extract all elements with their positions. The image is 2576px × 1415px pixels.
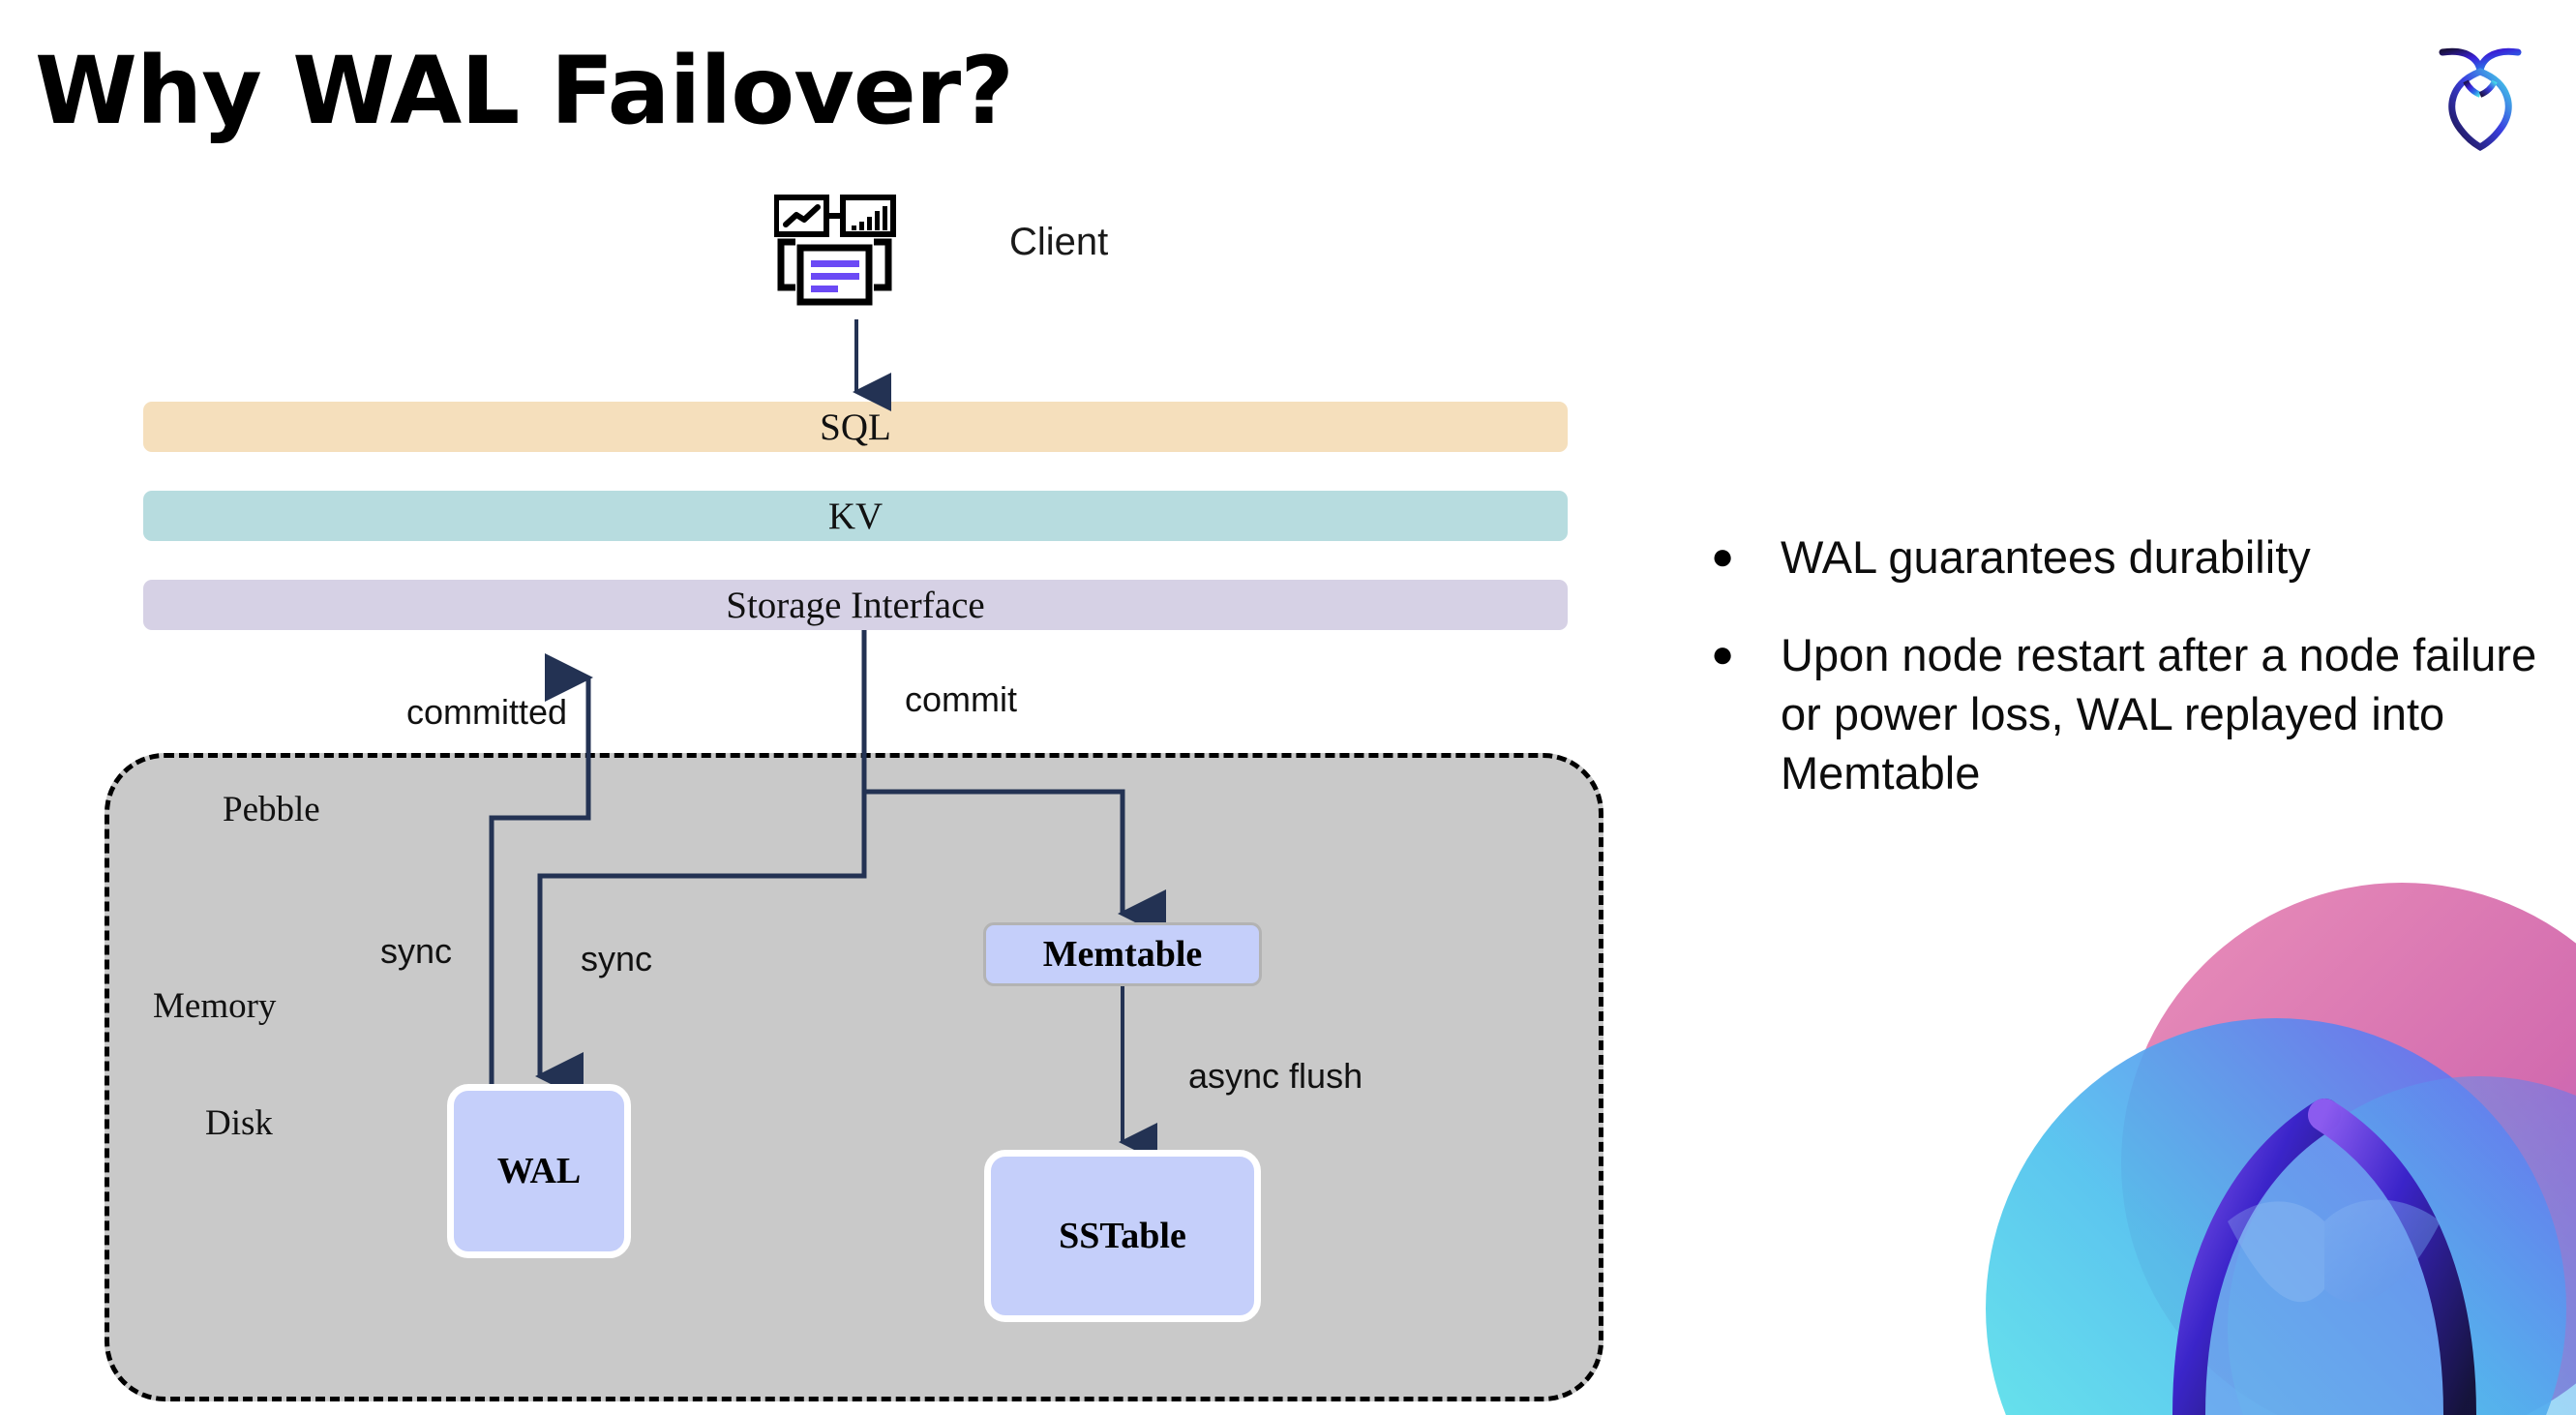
edge-label-sync-right: sync [581,939,653,978]
bullet-dot-icon: ● [1711,633,1735,677]
list-item: ● WAL guarantees durability [1711,527,2562,587]
layer-bar-storage-interface[interactable]: Storage Interface [143,580,1568,630]
pebble-container [105,753,1603,1401]
layer-bar-kv[interactable]: KV [143,491,1568,541]
bullet-dot-icon: ● [1711,535,1735,578]
disk-label: Disk [205,1103,273,1143]
page-title: Why WAL Failover? [35,37,1014,145]
edge-label-async-flush: async flush [1188,1056,1363,1096]
list-item: ● Upon node restart after a node failure… [1711,625,2562,802]
layer-label-storage-interface: Storage Interface [726,584,985,626]
layer-label-sql: SQL [820,406,891,448]
memory-label: Memory [153,986,277,1026]
edge-label-commit: commit [905,679,1017,719]
edge-label-committed: committed [406,692,568,732]
client-dashboard-icon [773,194,939,329]
component-memtable[interactable]: Memtable [983,922,1262,986]
component-label-wal: WAL [496,1151,582,1191]
edge-label-sync-left: sync [380,931,453,971]
layer-bar-sql[interactable]: SQL [143,402,1568,452]
component-label-sstable: SSTable [1059,1216,1186,1256]
bullet-text: WAL guarantees durability [1781,531,2311,583]
bullet-text: Upon node restart after a node failure o… [1781,629,2537,799]
component-sstable[interactable]: SSTable [984,1150,1261,1322]
component-wal[interactable]: WAL [447,1084,631,1258]
bullet-list: ● WAL guarantees durability ● Upon node … [1711,527,2562,841]
layer-label-kv: KV [827,495,884,537]
decorative-corner-graphic [1899,873,2576,1415]
component-label-memtable: Memtable [1042,934,1203,975]
client-label: Client [1009,221,1109,263]
cockroach-logo-icon [2417,29,2543,155]
pebble-label: Pebble [223,790,320,829]
